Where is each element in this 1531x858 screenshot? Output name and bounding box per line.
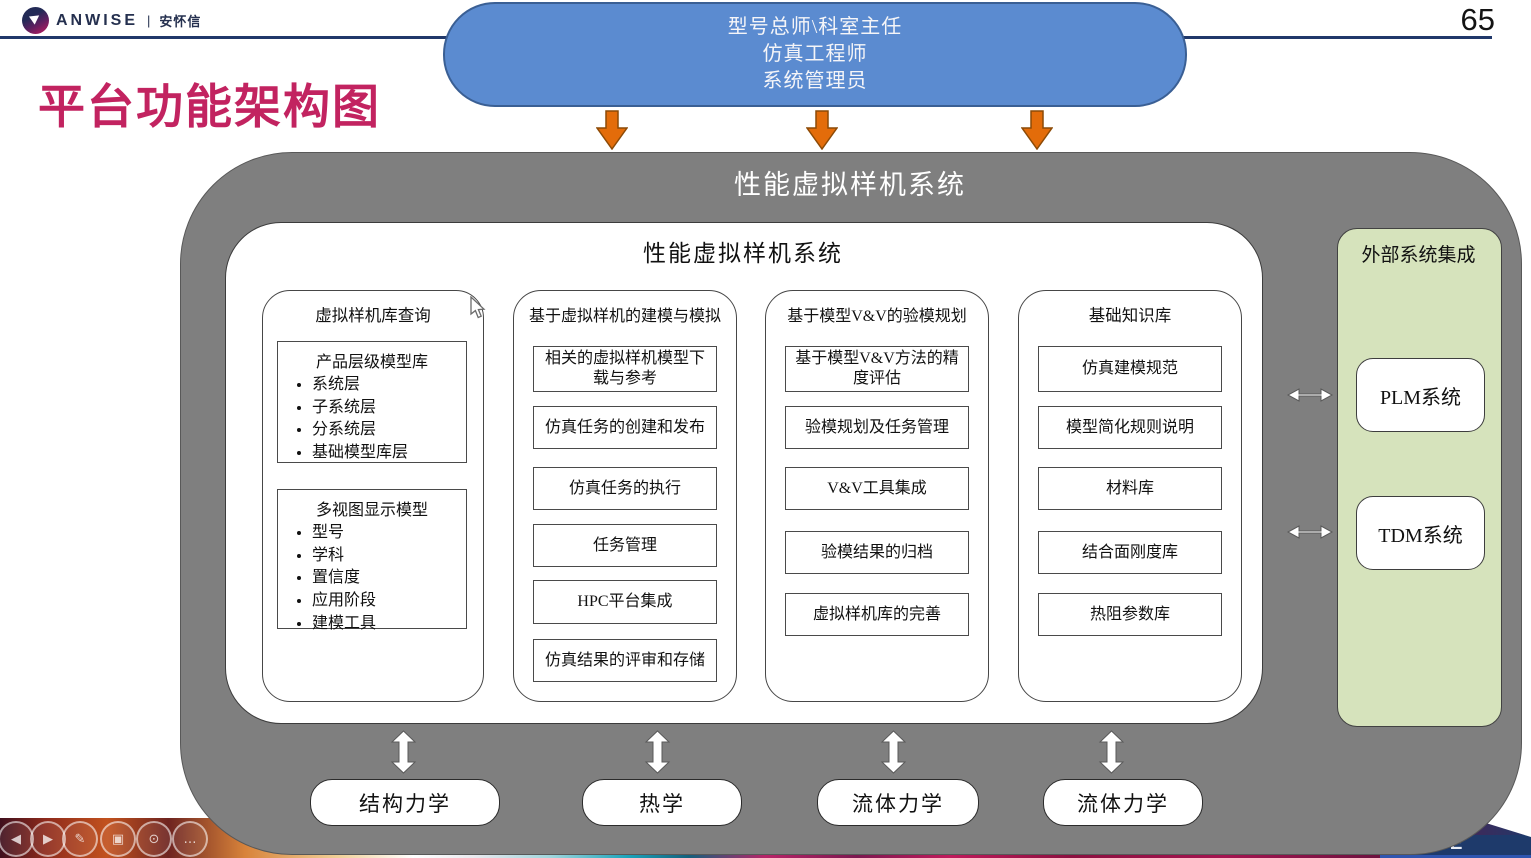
column-title: 基础知识库 bbox=[1088, 306, 1172, 325]
column-modeling-simulation: 基于虚拟样机的建模与模拟 相关的虚拟样机模型下载与参考 仿真任务的创建和发布 仿… bbox=[513, 290, 737, 702]
more-icon[interactable]: … bbox=[172, 821, 208, 857]
function-box: 热阻参数库 bbox=[1038, 593, 1222, 636]
outer-system-title: 性能虚拟样机系统 bbox=[734, 170, 966, 200]
role-line: 系统管理员 bbox=[762, 70, 868, 92]
function-box: 仿真建模规范 bbox=[1038, 346, 1222, 392]
module-structural-mechanics: 结构力学 bbox=[310, 779, 500, 826]
page-number: 65 bbox=[1460, 2, 1495, 37]
function-box: 仿真任务的创建和发布 bbox=[533, 406, 717, 449]
role-line: 型号总师\科室主任 bbox=[727, 16, 903, 38]
function-box: 仿真结果的评审和存储 bbox=[533, 639, 717, 682]
module-fluid-mechanics: 流体力学 bbox=[817, 779, 979, 826]
list-item: 子系统层 bbox=[312, 397, 462, 420]
magnifier-icon[interactable]: ⊙ bbox=[136, 821, 172, 857]
function-box: 结合面刚度库 bbox=[1038, 531, 1222, 574]
double-arrow-horizontal-icon bbox=[1287, 388, 1333, 402]
product-level-model-lib-box: 产品层级模型库 系统层 子系统层 分系统层 基础模型库层 bbox=[277, 341, 467, 463]
column-title: 基于模型V&V的验模规划 bbox=[787, 308, 967, 325]
function-box: 仿真任务的执行 bbox=[533, 467, 717, 510]
down-arrow-icon bbox=[1021, 110, 1053, 150]
list-item: 分系统层 bbox=[312, 419, 462, 442]
multi-view-model-box: 多视图显示模型 型号 学科 置信度 应用阶段 建模工具 bbox=[277, 489, 467, 632]
module-thermal: 热学 bbox=[582, 779, 742, 826]
double-arrow-vertical-icon bbox=[644, 730, 671, 774]
mouse-cursor bbox=[470, 296, 486, 319]
function-box: 验模规划及任务管理 bbox=[785, 406, 969, 449]
column-knowledge-base: 基础知识库 仿真建模规范 模型简化规则说明 材料库 结合面刚度库 热阻参数库 bbox=[1018, 290, 1242, 702]
user-roles-pill: 型号总师\科室主任 仿真工程师 系统管理员 bbox=[443, 2, 1187, 107]
double-arrow-vertical-icon bbox=[880, 730, 907, 774]
listbox-title: 产品层级模型库 bbox=[315, 354, 428, 371]
listbox-items: 型号 学科 置信度 应用阶段 建模工具 bbox=[282, 522, 462, 636]
list-item: 应用阶段 bbox=[312, 590, 462, 613]
column-title: 虚拟样机库查询 bbox=[315, 306, 431, 325]
column-virtual-prototype-query: 虚拟样机库查询 产品层级模型库 系统层 子系统层 分系统层 基础模型库层 多视图… bbox=[262, 290, 484, 702]
function-box: 材料库 bbox=[1038, 467, 1222, 510]
role-line: 仿真工程师 bbox=[762, 43, 868, 65]
inner-system-title: 性能虚拟样机系统 bbox=[643, 241, 843, 266]
anwise-logo-icon bbox=[22, 7, 49, 34]
down-arrow-icon bbox=[596, 110, 628, 150]
listbox-items: 系统层 子系统层 分系统层 基础模型库层 bbox=[282, 374, 462, 465]
slide-title: 平台功能架构图 bbox=[38, 80, 381, 133]
external-integration-container bbox=[1337, 228, 1502, 727]
list-item: 系统层 bbox=[312, 374, 462, 397]
list-item: 学科 bbox=[312, 545, 462, 568]
function-box: 基于模型V&V方法的精度评估 bbox=[785, 346, 969, 392]
next-slide-icon[interactable]: ▶ bbox=[30, 821, 66, 857]
list-item: 置信度 bbox=[312, 567, 462, 590]
double-arrow-vertical-icon bbox=[390, 730, 417, 774]
column-vv-planning: 基于模型V&V的验模规划 基于模型V&V方法的精度评估 验模规划及任务管理 V&… bbox=[765, 290, 989, 702]
list-item: 基础模型库层 bbox=[312, 442, 462, 465]
external-integration-title: 外部系统集成 bbox=[1361, 245, 1476, 266]
logo-separator: | bbox=[147, 13, 151, 28]
anwise-logo: ANWISE | 安怀信 bbox=[22, 7, 201, 34]
column-title: 基于虚拟样机的建模与模拟 bbox=[528, 308, 721, 325]
logo-brand-cn: 安怀信 bbox=[159, 14, 202, 29]
double-arrow-horizontal-icon bbox=[1287, 525, 1333, 539]
function-box: HPC平台集成 bbox=[533, 580, 717, 624]
function-box: 虚拟样机库的完善 bbox=[785, 593, 969, 636]
list-item: 建模工具 bbox=[312, 613, 462, 636]
list-item: 型号 bbox=[312, 522, 462, 545]
pen-icon[interactable]: ✎ bbox=[62, 821, 98, 857]
plm-system-box: PLM系统 bbox=[1356, 358, 1485, 432]
function-box: 验模结果的归档 bbox=[785, 531, 969, 574]
module-fluid-mechanics: 流体力学 bbox=[1043, 779, 1203, 826]
listbox-title: 多视图显示模型 bbox=[315, 502, 428, 519]
function-box: 相关的虚拟样机模型下载与参考 bbox=[533, 346, 717, 392]
function-box: 模型简化规则说明 bbox=[1038, 406, 1222, 449]
double-arrow-vertical-icon bbox=[1098, 730, 1125, 774]
function-box: V&V工具集成 bbox=[785, 467, 969, 510]
function-box: 任务管理 bbox=[533, 524, 717, 567]
logo-brand-text: ANWISE bbox=[56, 11, 138, 29]
frame-icon[interactable]: ▣ bbox=[100, 821, 136, 857]
tdm-system-box: TDM系统 bbox=[1356, 496, 1485, 570]
down-arrow-icon bbox=[806, 110, 838, 150]
